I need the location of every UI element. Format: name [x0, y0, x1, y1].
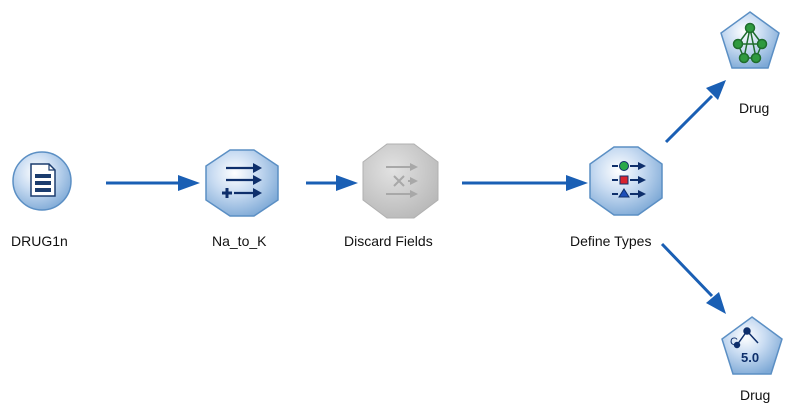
- arrowhead-3: [566, 175, 588, 191]
- arrowhead-2: [336, 175, 358, 191]
- link-type-to-neural[interactable]: [664, 94, 714, 144]
- node-drug-neural-shape: [720, 11, 780, 69]
- node-define-types[interactable]: [589, 146, 663, 216]
- filter-icon: [386, 163, 418, 198]
- node-label-define-types[interactable]: Define Types: [570, 233, 652, 249]
- node-label-na_to_k[interactable]: Na_to_K: [212, 233, 267, 249]
- link-type-to-c50[interactable]: [660, 242, 714, 298]
- c50-badge: 5.0: [741, 350, 759, 365]
- node-discard-fields-shape: [362, 143, 439, 219]
- node-label-drug-neural[interactable]: Drug: [739, 100, 770, 116]
- node-na_to_k[interactable]: [205, 149, 279, 217]
- arrowhead-5: [706, 292, 726, 314]
- c50-tree-icon: C 5.0: [730, 327, 759, 365]
- arrowhead-4: [706, 80, 726, 100]
- node-drug-neural[interactable]: [720, 11, 780, 69]
- node-drug1n[interactable]: [12, 151, 72, 211]
- node-label-drug1n[interactable]: DRUG1n: [11, 233, 68, 249]
- node-drug-c50[interactable]: C 5.0: [721, 316, 783, 375]
- link-arrowheads: [178, 80, 726, 314]
- derive-arrows-icon: [222, 163, 262, 198]
- stream-links: [106, 94, 714, 298]
- node-label-discard-fields[interactable]: Discard Fields: [344, 233, 433, 249]
- neural-net-icon: [732, 22, 768, 64]
- node-label-drug-c50[interactable]: Drug: [740, 387, 771, 403]
- c50-letter: C: [730, 336, 738, 348]
- node-drug-c50-shape: [721, 316, 783, 375]
- type-icon: [612, 161, 646, 198]
- var-file-icon: [30, 163, 56, 197]
- node-discard-fields[interactable]: [362, 143, 439, 219]
- arrowhead-1: [178, 175, 200, 191]
- node-na_to_k-shape: [205, 149, 279, 217]
